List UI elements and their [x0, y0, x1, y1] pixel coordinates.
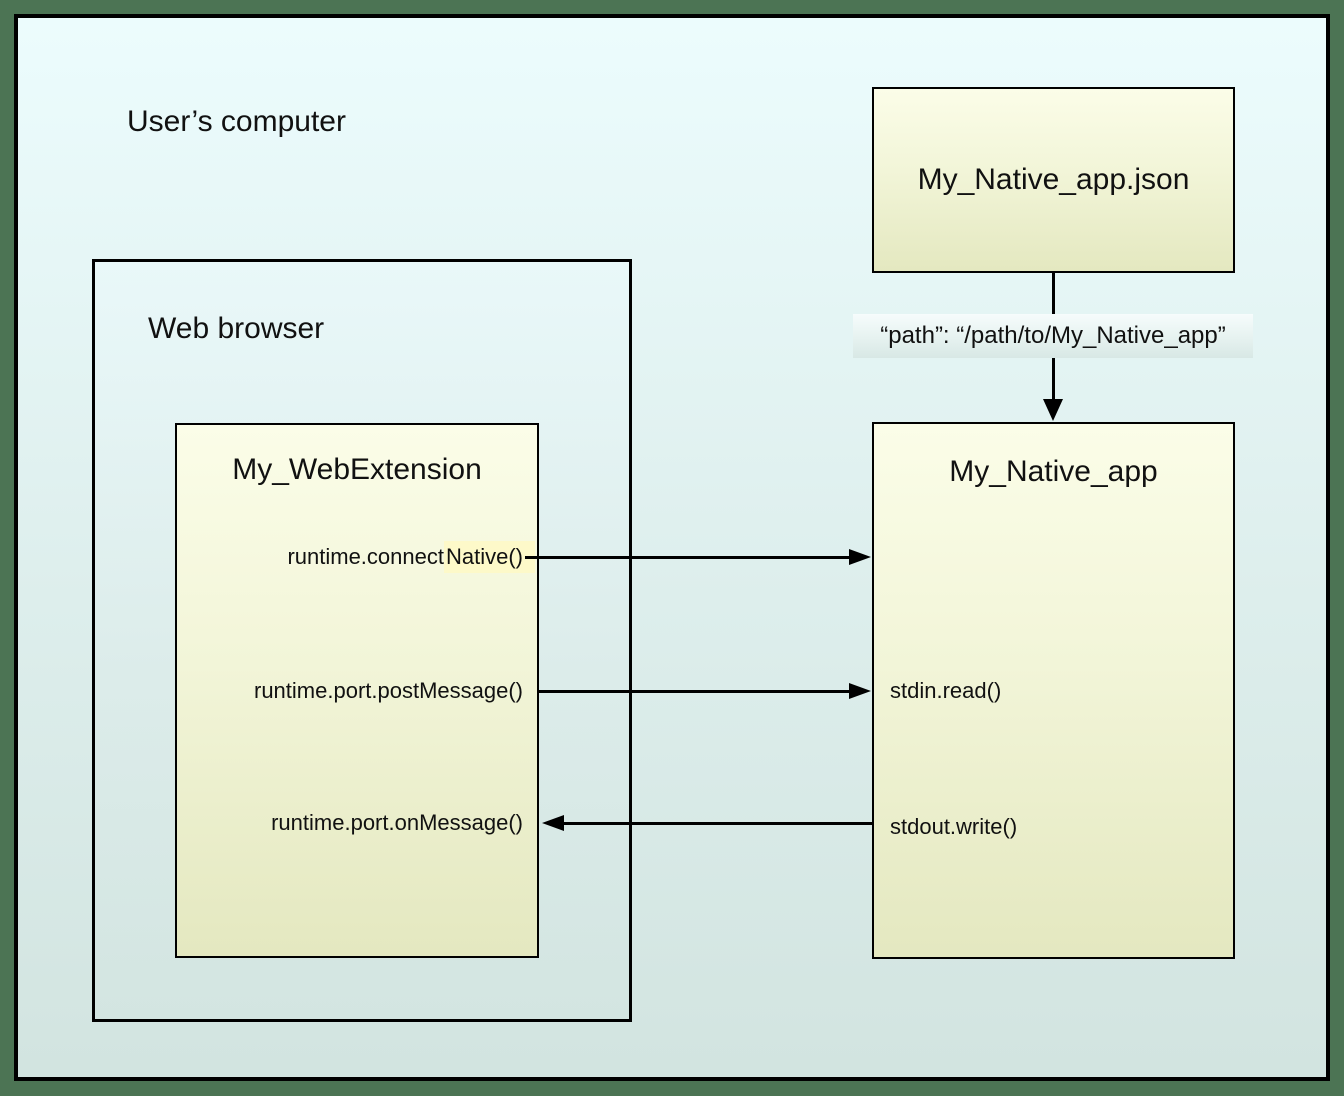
post-message-arrowhead-icon	[849, 683, 871, 699]
connect-native-prefix: runtime.connect	[287, 544, 444, 569]
on-message-arrowhead-icon	[542, 815, 564, 831]
connect-native-arrow-line	[525, 556, 852, 559]
my-webextension-box: My_WebExtension runtime.connectNative() …	[175, 423, 539, 958]
native-app-title: My_Native_app	[949, 455, 1158, 488]
connect-native-highlight: Native()	[443, 541, 535, 573]
native-json-box: My_Native_app.json	[872, 87, 1235, 273]
web-browser-box: Web browser My_WebExtension runtime.conn…	[92, 259, 632, 1022]
my-webextension-title: My_WebExtension	[232, 453, 482, 486]
native-app-box: My_Native_app stdin.read() stdout.write(…	[872, 422, 1235, 959]
connect-native-method: runtime.connectNative()	[287, 541, 535, 573]
stdout-to-onmessage-arrow-line	[562, 822, 872, 825]
down-arrowhead-icon	[1043, 399, 1063, 421]
users-computer-box: User’s computer Web browser My_WebExtens…	[14, 14, 1330, 1081]
users-computer-label: User’s computer	[127, 105, 346, 138]
post-message-method: runtime.port.postMessage()	[254, 678, 523, 703]
stdout-write-method: stdout.write()	[890, 814, 1018, 839]
connect-native-arrowhead-icon	[849, 549, 871, 565]
on-message-method: runtime.port.onMessage()	[271, 810, 523, 835]
web-browser-label: Web browser	[148, 312, 325, 345]
native-json-title: My_Native_app.json	[917, 163, 1190, 196]
post-message-arrow-line	[539, 690, 852, 693]
path-label: “path”: “/path/to/My_Native_app”	[853, 314, 1253, 358]
stdin-read-method: stdin.read()	[890, 678, 1002, 703]
